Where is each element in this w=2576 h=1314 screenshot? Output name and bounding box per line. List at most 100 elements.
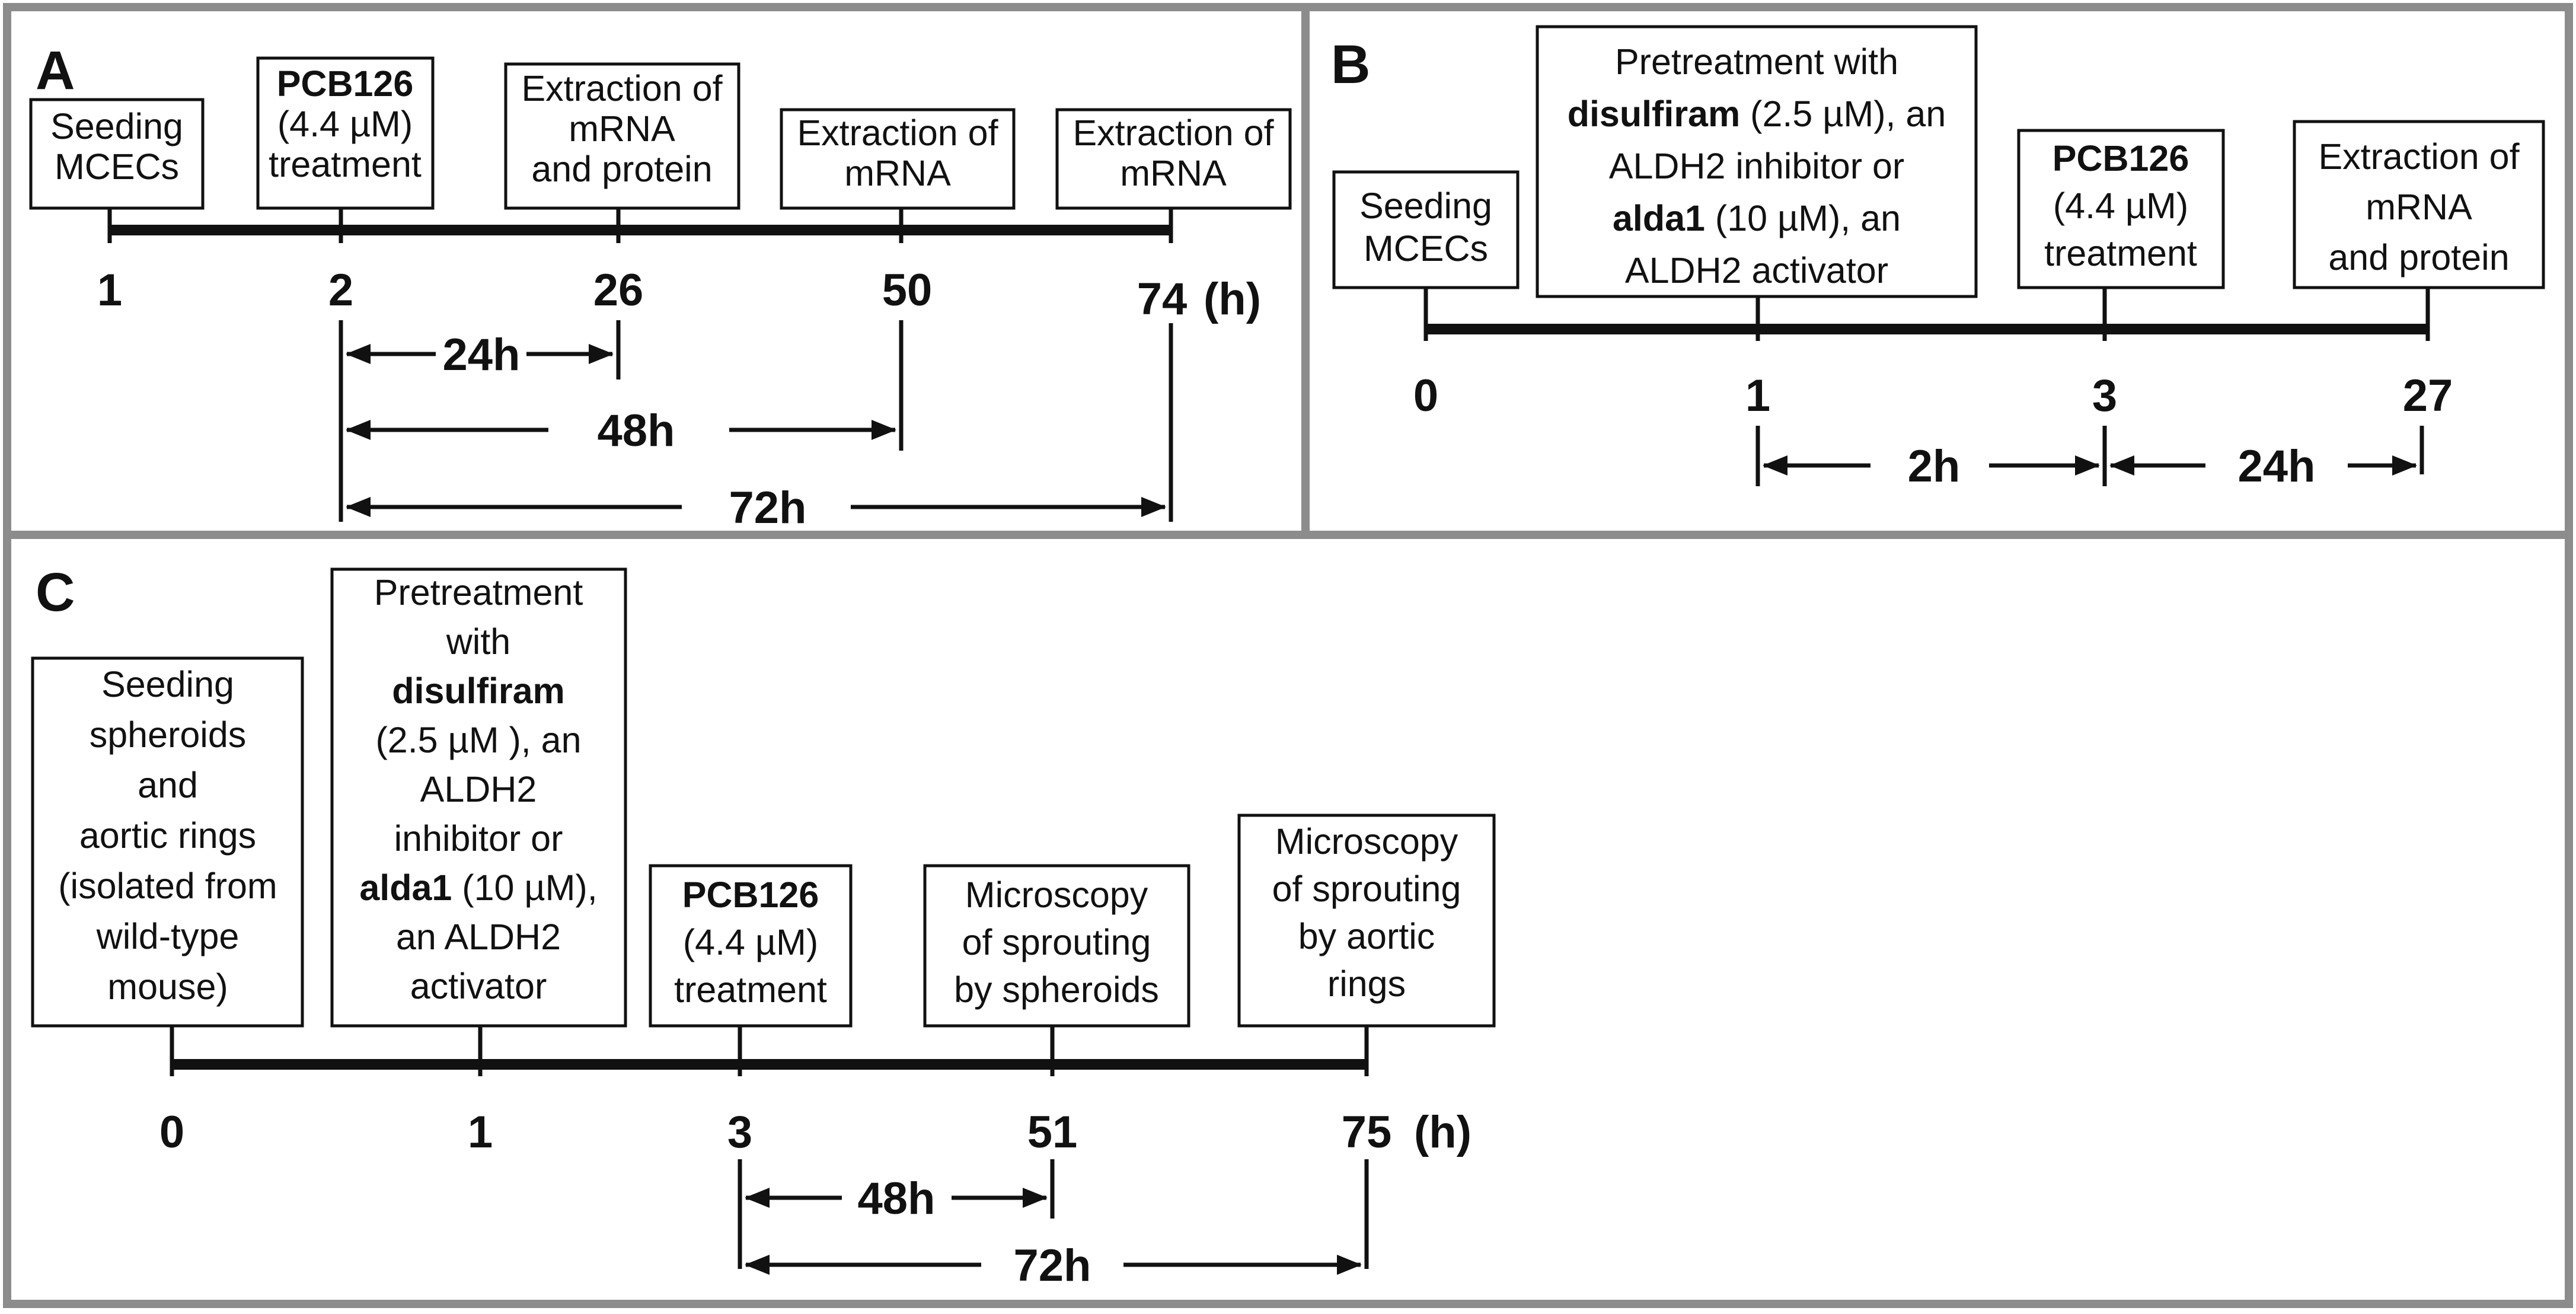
box-text-run: rings	[1327, 964, 1406, 1004]
box-text-run: (10 µM),	[452, 868, 597, 908]
panel-c-duration: 48h	[858, 1173, 936, 1224]
panel-c-duration: 72h	[1014, 1240, 1091, 1291]
box-text-run: treatment	[2044, 233, 2197, 273]
panel-b-tick: 1	[1745, 371, 1770, 421]
panel-c-tick: 75	[1342, 1107, 1392, 1157]
box-text-run: (isolated from	[58, 866, 277, 906]
panel-c-arrowhead	[745, 1255, 770, 1275]
panel-b-box-extraction	[2293, 120, 2545, 289]
panel-b-label: B	[1331, 34, 1370, 95]
panel-a-duration: 72h	[729, 483, 807, 533]
panel-c-arrowhead	[1023, 1188, 1048, 1208]
box-text-run: Extraction of	[521, 68, 723, 109]
panel-a-arrowhead	[346, 420, 371, 440]
box-text-run: (4.4 µM)	[683, 922, 818, 962]
box-text-run: Seeding	[101, 664, 234, 704]
box-text-run: Pretreatment with	[1615, 42, 1898, 82]
box-text-run: (4.4 µM)	[277, 104, 413, 144]
panel-b-box-pretreatment	[1536, 25, 1978, 298]
box-text-run: with	[446, 621, 510, 662]
box-text-run: and protein	[531, 149, 712, 189]
panel-a-tick: 1	[97, 265, 122, 315]
panel-c-unit: (h)	[1414, 1107, 1471, 1157]
panel-b-arrowhead	[2109, 455, 2134, 476]
panel-c-box-pcb126-text: PCB126(4.4 µM)treatment	[674, 875, 827, 1010]
panel-a-box-extraction-74	[1055, 108, 1292, 210]
box-text-run: (4.4 µM)	[2053, 186, 2188, 226]
box-text-run: ALDH2 activator	[1625, 250, 1888, 291]
box-text-run: spheroids	[90, 715, 247, 755]
panel-a-box-extraction-50	[780, 108, 1016, 210]
box-text-run: Seeding	[50, 106, 183, 146]
panel-b-arrowhead	[2075, 455, 2100, 476]
box-text-run: alda1	[1613, 198, 1705, 238]
box-text-run: Extraction of	[797, 113, 998, 153]
box-text-run: inhibitor or	[394, 818, 563, 859]
panel-b-tick: 27	[2403, 371, 2453, 421]
box-text-run: mRNA	[2366, 187, 2472, 227]
panel-a-box-pcb126	[256, 56, 435, 210]
box-text-run: Seeding	[1359, 186, 1492, 226]
box-text-run: PCB126	[682, 875, 819, 915]
panel-a-duration: 48h	[598, 406, 675, 456]
panel-c-box-microscopy-aortic-text: Microscopy of sprouting by aortic rings	[1272, 821, 1461, 1004]
panel-a-unit: (h)	[1204, 274, 1261, 324]
box-text-run: by aortic	[1298, 916, 1435, 956]
box-text-run: Extraction of	[2318, 136, 2520, 177]
panel-a-box-seeding	[29, 98, 205, 210]
panel-b-tick: 0	[1413, 371, 1438, 421]
panel-c-arrowhead	[745, 1188, 770, 1208]
box-text-run: mRNA	[844, 153, 951, 193]
box-text-run: Microscopy	[1275, 821, 1458, 862]
panel-a-arrowhead	[589, 344, 614, 364]
box-text-run: PCB126	[277, 63, 414, 104]
panel-c-arrowhead	[1337, 1255, 1362, 1275]
box-text-run: PCB126	[2052, 138, 2189, 178]
panel-c-tick: 3	[727, 1107, 752, 1157]
panel-b-duration: 24h	[2238, 441, 2316, 492]
panel-a-arrowhead	[346, 344, 371, 364]
box-text-run: and	[138, 765, 198, 805]
box-text-run: mRNA	[569, 109, 675, 149]
box-text-run: an ALDH2	[396, 917, 561, 957]
box-text-run: ALDH2	[420, 769, 537, 809]
panel-b-box-pcb126-text: PCB126 (4.4 µM) treatment	[2044, 138, 2197, 273]
box-text-run: disulfiram	[1568, 94, 1741, 134]
box-text-run: treatment	[269, 144, 422, 184]
panel-b-box-pcb126	[2017, 129, 2225, 289]
panel-c-tick: 51	[1027, 1107, 1078, 1157]
panel-c-box-microscopy-spheroids	[923, 864, 1190, 1028]
box-text-run: wild-type	[96, 916, 240, 956]
panel-b-box-seeding	[1332, 170, 1520, 289]
box-text-run: Microscopy	[965, 875, 1148, 915]
panel-a-tick: 74	[1137, 274, 1188, 324]
panel-a-arrowhead	[872, 420, 896, 440]
panel-b-arrowhead	[2392, 455, 2417, 476]
panel-a-tick: 26	[593, 265, 644, 315]
panel-a-box-pcb126-text: PCB126(4.4 µM)treatment	[269, 63, 422, 184]
box-text-run: aortic rings	[79, 815, 256, 856]
panel-a-tick: 2	[328, 265, 353, 315]
box-text-run: Extraction of	[1072, 113, 1274, 153]
panel-a-arrowhead	[1141, 497, 1166, 517]
box-text-run: mouse)	[107, 967, 228, 1007]
panel-a-box-extraction-26	[504, 62, 740, 210]
box-text-run: of sprouting	[1272, 869, 1461, 909]
box-text-run: Pretreatment	[374, 572, 583, 613]
panel-c-box-pcb126	[649, 864, 853, 1028]
box-text-run: of sprouting	[962, 922, 1151, 962]
panel-c-label: C	[36, 562, 75, 623]
